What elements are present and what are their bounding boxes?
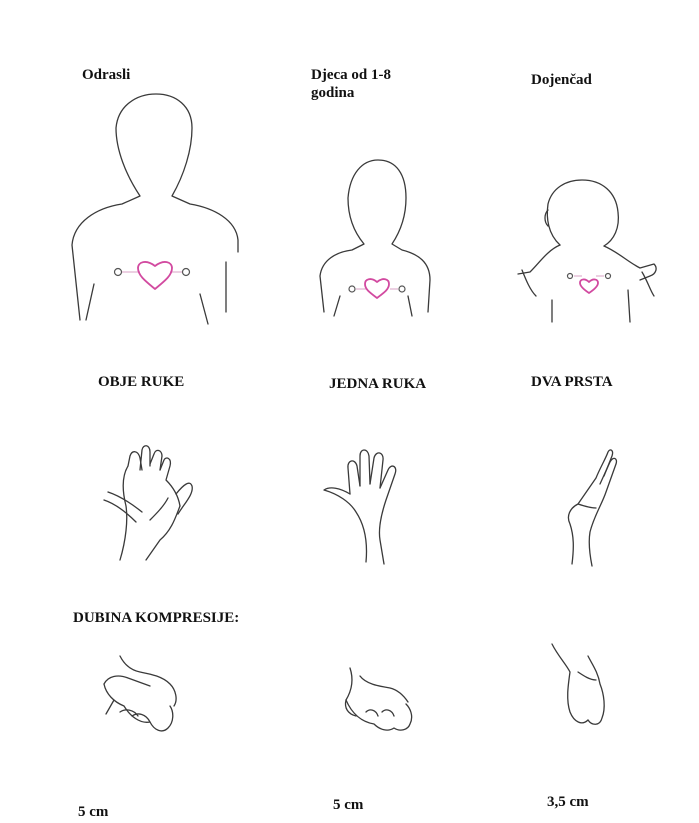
infant-torso-figure — [518, 180, 656, 322]
child-torso-figure — [320, 160, 430, 316]
two-fingers-icon — [568, 450, 616, 566]
adult-heart-icon — [138, 262, 172, 289]
child-heart-icon — [365, 279, 389, 298]
infant-heart-icon — [580, 279, 598, 293]
child-compression-hand-icon — [345, 668, 411, 730]
adult-compression-hands-icon — [104, 656, 176, 731]
two-hands-icon — [104, 446, 192, 560]
infant-compression-fingers-icon — [552, 644, 604, 724]
one-hand-icon — [324, 450, 396, 564]
